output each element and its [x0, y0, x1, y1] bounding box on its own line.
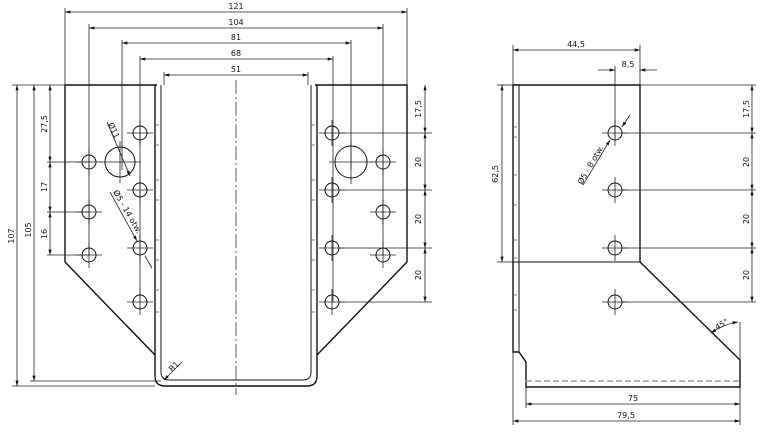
hidden-lines [155, 124, 317, 313]
dim-16: 16 [40, 229, 49, 239]
dim-81: 81 [231, 33, 241, 42]
dim-20: 20 [414, 214, 423, 224]
dim-79-5: 79,5 [617, 411, 635, 420]
dim-51: 51 [231, 65, 241, 74]
side-holes [602, 120, 628, 315]
left-height-dimensions: 107 105 27,5 17 16 [7, 84, 161, 387]
dim-75: 75 [628, 394, 638, 403]
dim-107: 107 [7, 228, 16, 243]
front-view: 121 104 81 68 51 107 105 27,5 1 [7, 2, 432, 395]
right-wing-outline [315, 84, 408, 356]
small-holes-label: Ø5 - 14 otw. [111, 188, 144, 235]
u-channel-outline [154, 85, 318, 387]
dim-62-5: 62,5 [491, 165, 500, 183]
dim-105: 105 [24, 222, 33, 237]
side-holes-label: Ø5 - 8 otw. [575, 143, 605, 186]
side-plate-outline [512, 84, 741, 388]
dim-27-5: 27,5 [40, 115, 49, 133]
dim-20: 20 [414, 157, 423, 167]
dim-20: 20 [742, 214, 751, 224]
dim-17-5: 17,5 [414, 100, 423, 118]
dim-68: 68 [231, 49, 241, 58]
dim-44-5: 44,5 [567, 40, 585, 49]
dim-20: 20 [742, 157, 751, 167]
dim-8-5: 8,5 [622, 60, 635, 69]
hole-center-mark [99, 141, 141, 183]
side-view: 44,5 8,5 62,5 17,5 20 20 20 Ø5 - 8 otw. … [491, 40, 756, 425]
dim-17-5: 17,5 [742, 100, 751, 118]
dim-17: 17 [40, 182, 49, 192]
radius-label: R1 [167, 360, 181, 374]
dim-121: 121 [228, 2, 243, 11]
dim-104: 104 [228, 18, 243, 27]
big-hole-label: Ø11 [106, 121, 122, 140]
width-dimensions: 121 104 81 68 51 [64, 2, 408, 302]
dim-20: 20 [414, 270, 423, 280]
left-wing-outline [64, 84, 157, 356]
dim-20: 20 [742, 270, 751, 280]
right-height-dimensions: 17,5 20 20 20 [340, 85, 432, 303]
angle-label: 45° [713, 317, 730, 332]
